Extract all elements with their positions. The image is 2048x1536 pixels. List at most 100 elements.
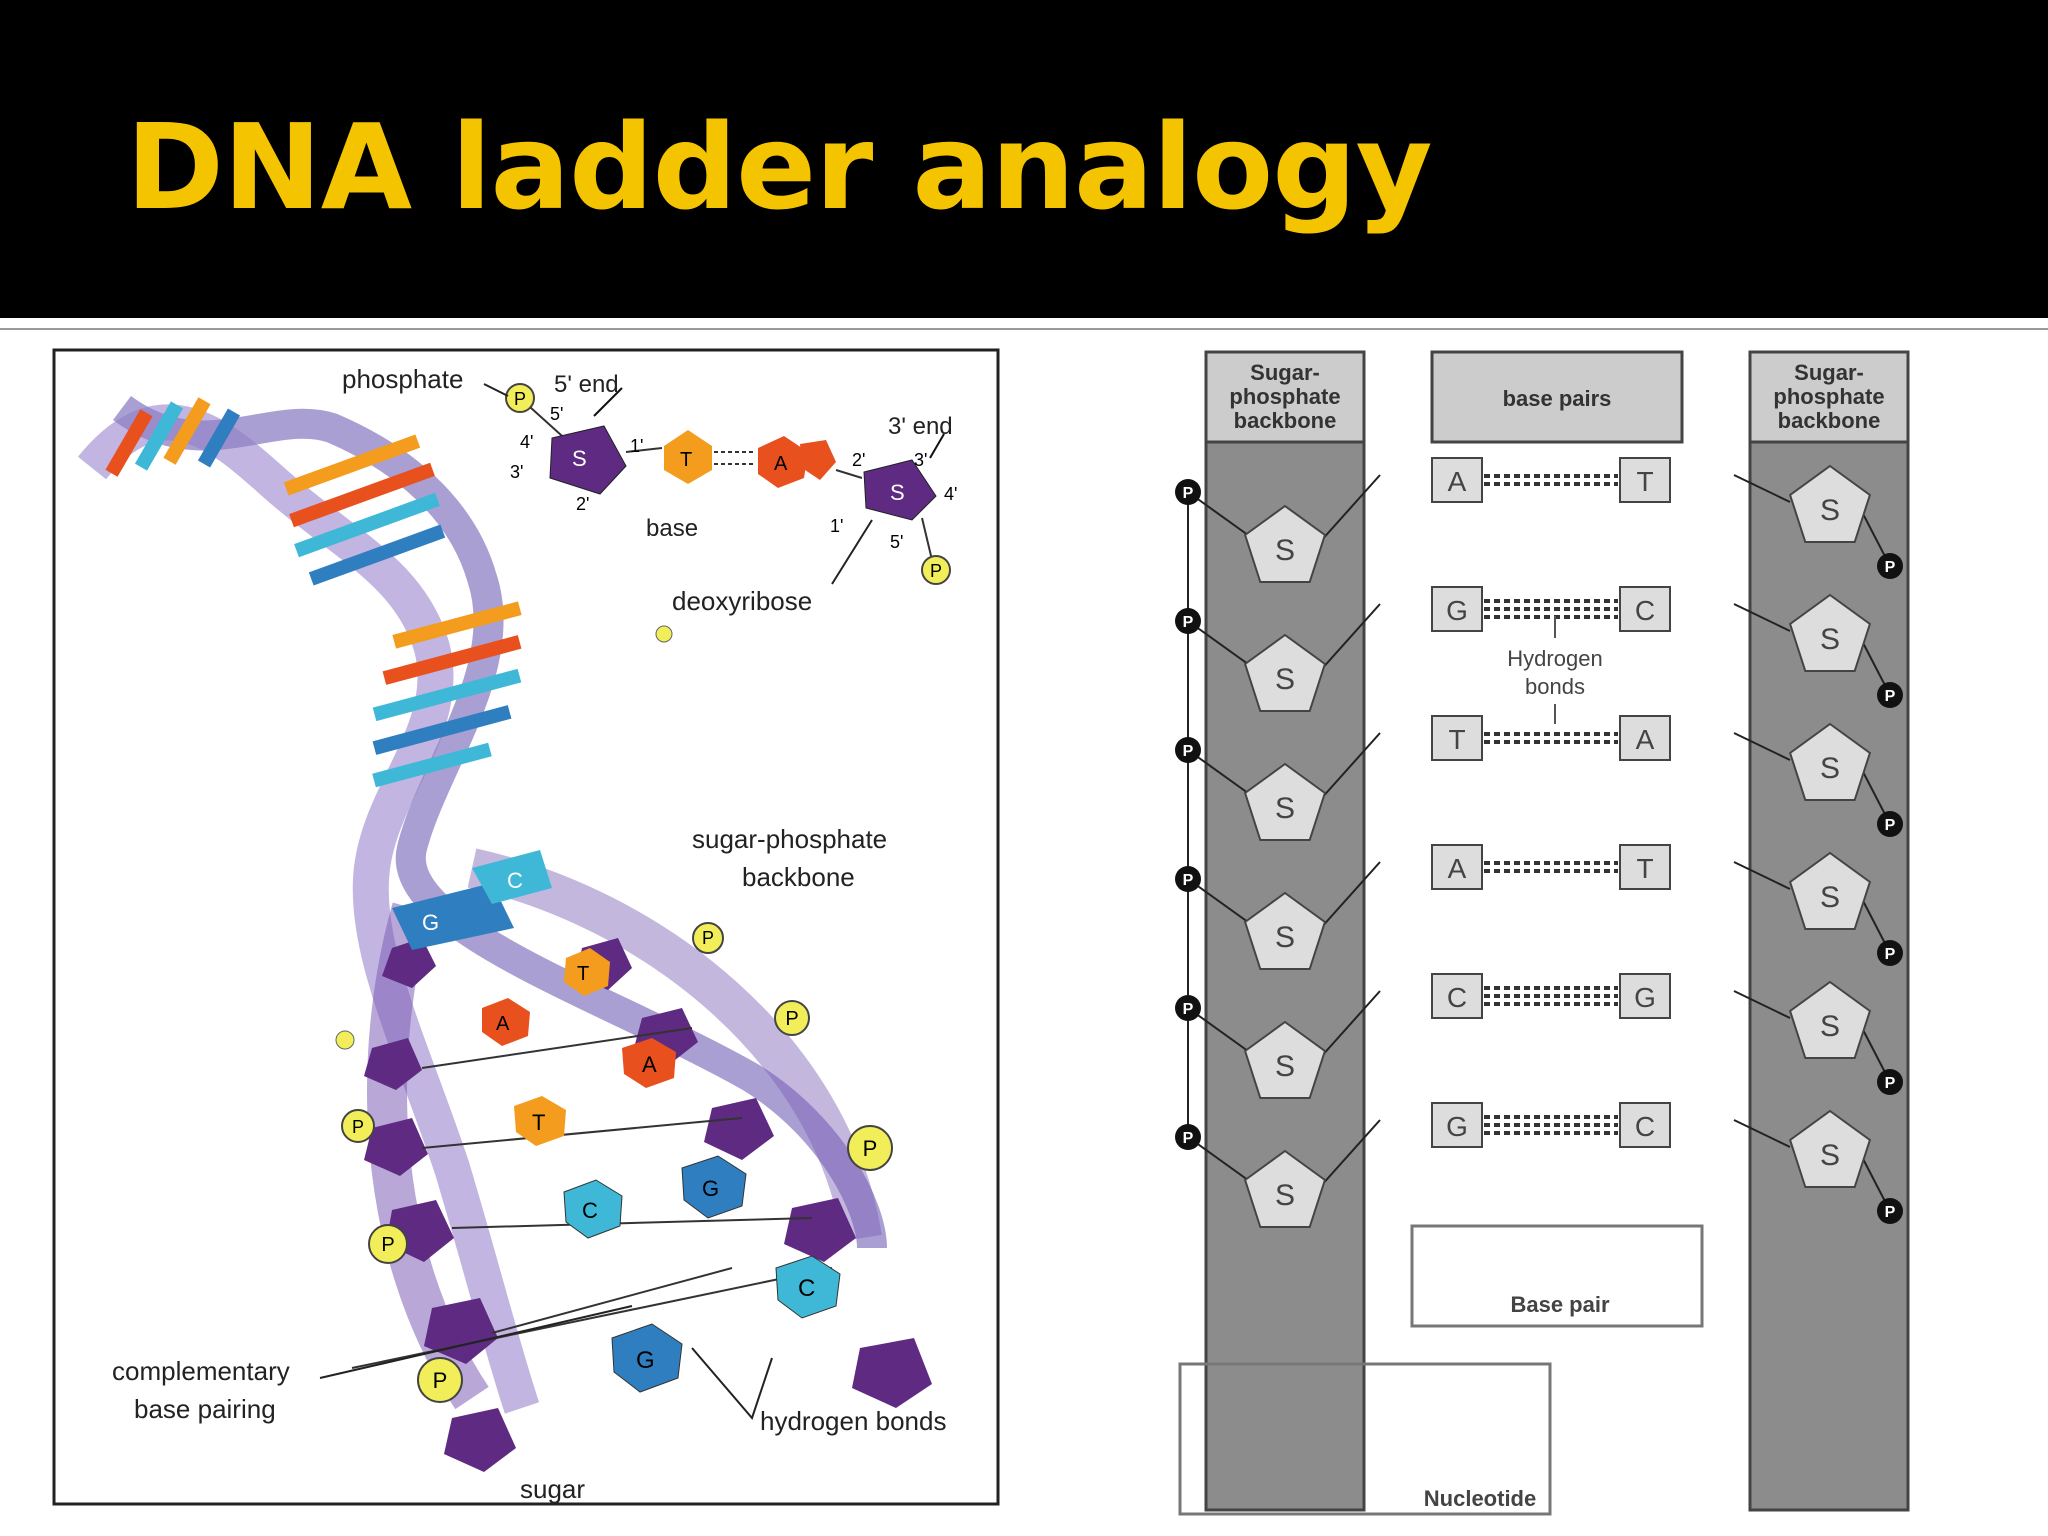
sugar-left-label-0: S xyxy=(1275,534,1295,567)
sugar-right-0 xyxy=(1788,464,1872,543)
slide-title: DNA ladder analogy xyxy=(126,98,1433,236)
phosphate-right-label-0: P xyxy=(1885,559,1896,576)
sugar-left-label-1: S xyxy=(1275,663,1295,696)
phosphate-5: P xyxy=(368,1224,408,1264)
svg-text:G: G xyxy=(636,1347,655,1374)
phosphate-right-4 xyxy=(1877,1069,1903,1095)
phosphate-right-3 xyxy=(1877,940,1903,966)
base-pair-box xyxy=(1410,1224,1704,1328)
svg-text:A: A xyxy=(774,453,788,475)
svg-text:C: C xyxy=(798,1275,815,1302)
sugar-left-1 xyxy=(1243,633,1327,712)
phosphate-1: P xyxy=(692,922,724,954)
phosphate-circles: P P P P P P xyxy=(335,625,893,1403)
phosphate-4: P xyxy=(341,1109,375,1143)
phosphate-left-1 xyxy=(1175,608,1201,634)
sugar-left-4 xyxy=(1243,1020,1327,1099)
base-left-0 xyxy=(1431,457,1483,503)
right-backbone-header xyxy=(1748,350,1910,444)
svg-text:P: P xyxy=(930,561,942,581)
svg-text:Sugar-: Sugar- xyxy=(1250,360,1320,385)
sugar-right-label-2: S xyxy=(1820,752,1840,785)
phosphate-left-label-2: P xyxy=(1183,743,1194,760)
sugar-left-label-5: S xyxy=(1275,1179,1295,1212)
sugar-left-5 xyxy=(1243,1149,1327,1228)
base-c1: C xyxy=(472,850,552,904)
svg-text:P: P xyxy=(381,1234,394,1256)
dna-ladder-diagram: Sugar- phosphate backbone base pairs Sug… xyxy=(1175,350,1910,1516)
backbone-right xyxy=(467,848,882,1242)
label-backbone-2: backbone xyxy=(742,862,855,892)
svg-text:P: P xyxy=(785,1008,798,1030)
base-pair-label: Base pair xyxy=(1510,1292,1609,1317)
svg-text:5': 5' xyxy=(550,404,563,424)
upper-base-pairs xyxy=(105,397,522,788)
base-a2: A xyxy=(622,1038,676,1088)
base-right-label-1: C xyxy=(1635,595,1655,626)
phosphate-left-2 xyxy=(1175,737,1201,763)
phosphate-right-label-1: P xyxy=(1885,688,1896,705)
base-right-1 xyxy=(1619,586,1671,632)
phosphate-right-label-5: P xyxy=(1885,1204,1896,1221)
svg-text:backbone: backbone xyxy=(1778,408,1881,433)
dna-helix-panel: P P P P P P G C T A A T xyxy=(52,348,1002,1513)
base-right-label-3: T xyxy=(1636,853,1653,884)
sugar-left-label-4: S xyxy=(1275,1050,1295,1083)
phosphate-right-0 xyxy=(1877,553,1903,579)
nucleotide-label: Nucleotide xyxy=(1424,1486,1536,1511)
hydrogen-label-1: Hydrogen xyxy=(1507,646,1602,671)
svg-text:S: S xyxy=(572,446,587,471)
phosphate-right-5 xyxy=(1877,1198,1903,1224)
base-right-label-0: T xyxy=(1636,466,1653,497)
svg-text:base pairs: base pairs xyxy=(1503,386,1612,411)
svg-text:backbone: backbone xyxy=(1234,408,1337,433)
base-t1: T xyxy=(564,948,610,996)
base-left-3 xyxy=(1431,844,1483,890)
base-g1: G xyxy=(392,883,514,950)
svg-text:3': 3' xyxy=(510,462,523,482)
phosphate-left-label-3: P xyxy=(1183,872,1194,889)
base-left-2 xyxy=(1431,715,1483,761)
phosphate-left-5 xyxy=(1175,1124,1201,1150)
svg-text:2': 2' xyxy=(576,494,589,514)
phosphate-left-4 xyxy=(1175,995,1201,1021)
phosphate-right-1 xyxy=(1877,682,1903,708)
label-deoxyribose: deoxyribose xyxy=(672,586,812,616)
base-right-label-4: G xyxy=(1634,982,1656,1013)
base-left-1 xyxy=(1431,586,1483,632)
left-backbone-header xyxy=(1204,350,1366,444)
svg-text:A: A xyxy=(642,1052,657,1077)
base-right-3 xyxy=(1619,844,1671,890)
svg-text:5': 5' xyxy=(890,532,903,552)
svg-text:phosphate: phosphate xyxy=(1773,384,1884,409)
sugar-left-2 xyxy=(1243,762,1327,841)
svg-text:4': 4' xyxy=(944,484,957,504)
divider xyxy=(0,328,2048,330)
phosphate-left-label-1: P xyxy=(1183,614,1194,631)
svg-text:G: G xyxy=(702,1176,719,1201)
base-right-5 xyxy=(1619,1102,1671,1148)
base-pairs-header xyxy=(1430,350,1684,444)
nucleotide-box xyxy=(1178,1362,1552,1516)
phosphate-2: P xyxy=(774,1000,810,1036)
svg-text:3': 3' xyxy=(914,450,927,470)
base-right-4 xyxy=(1619,973,1671,1019)
sugar-right-label-4: S xyxy=(1820,1010,1840,1043)
svg-text:Sugar-: Sugar- xyxy=(1794,360,1864,385)
sugar-right-label-0: S xyxy=(1820,494,1840,527)
svg-text:T: T xyxy=(532,1110,545,1135)
label-5-end: 5' end xyxy=(554,371,619,398)
sugar-left-label-2: S xyxy=(1275,792,1295,825)
base-left-label-0: A xyxy=(1448,466,1467,497)
svg-text:phosphate: phosphate xyxy=(1229,384,1340,409)
svg-text:T: T xyxy=(680,449,692,471)
base-right-label-2: A xyxy=(1636,724,1655,755)
phosphate-left-label-0: P xyxy=(1183,485,1194,502)
sugar-left-label-3: S xyxy=(1275,921,1295,954)
base-g3: G xyxy=(611,1323,683,1393)
label-3-end: 3' end xyxy=(888,413,953,440)
base-right-0 xyxy=(1619,457,1671,503)
svg-text:2': 2' xyxy=(852,450,865,470)
sugar-right-5 xyxy=(1788,1109,1872,1188)
